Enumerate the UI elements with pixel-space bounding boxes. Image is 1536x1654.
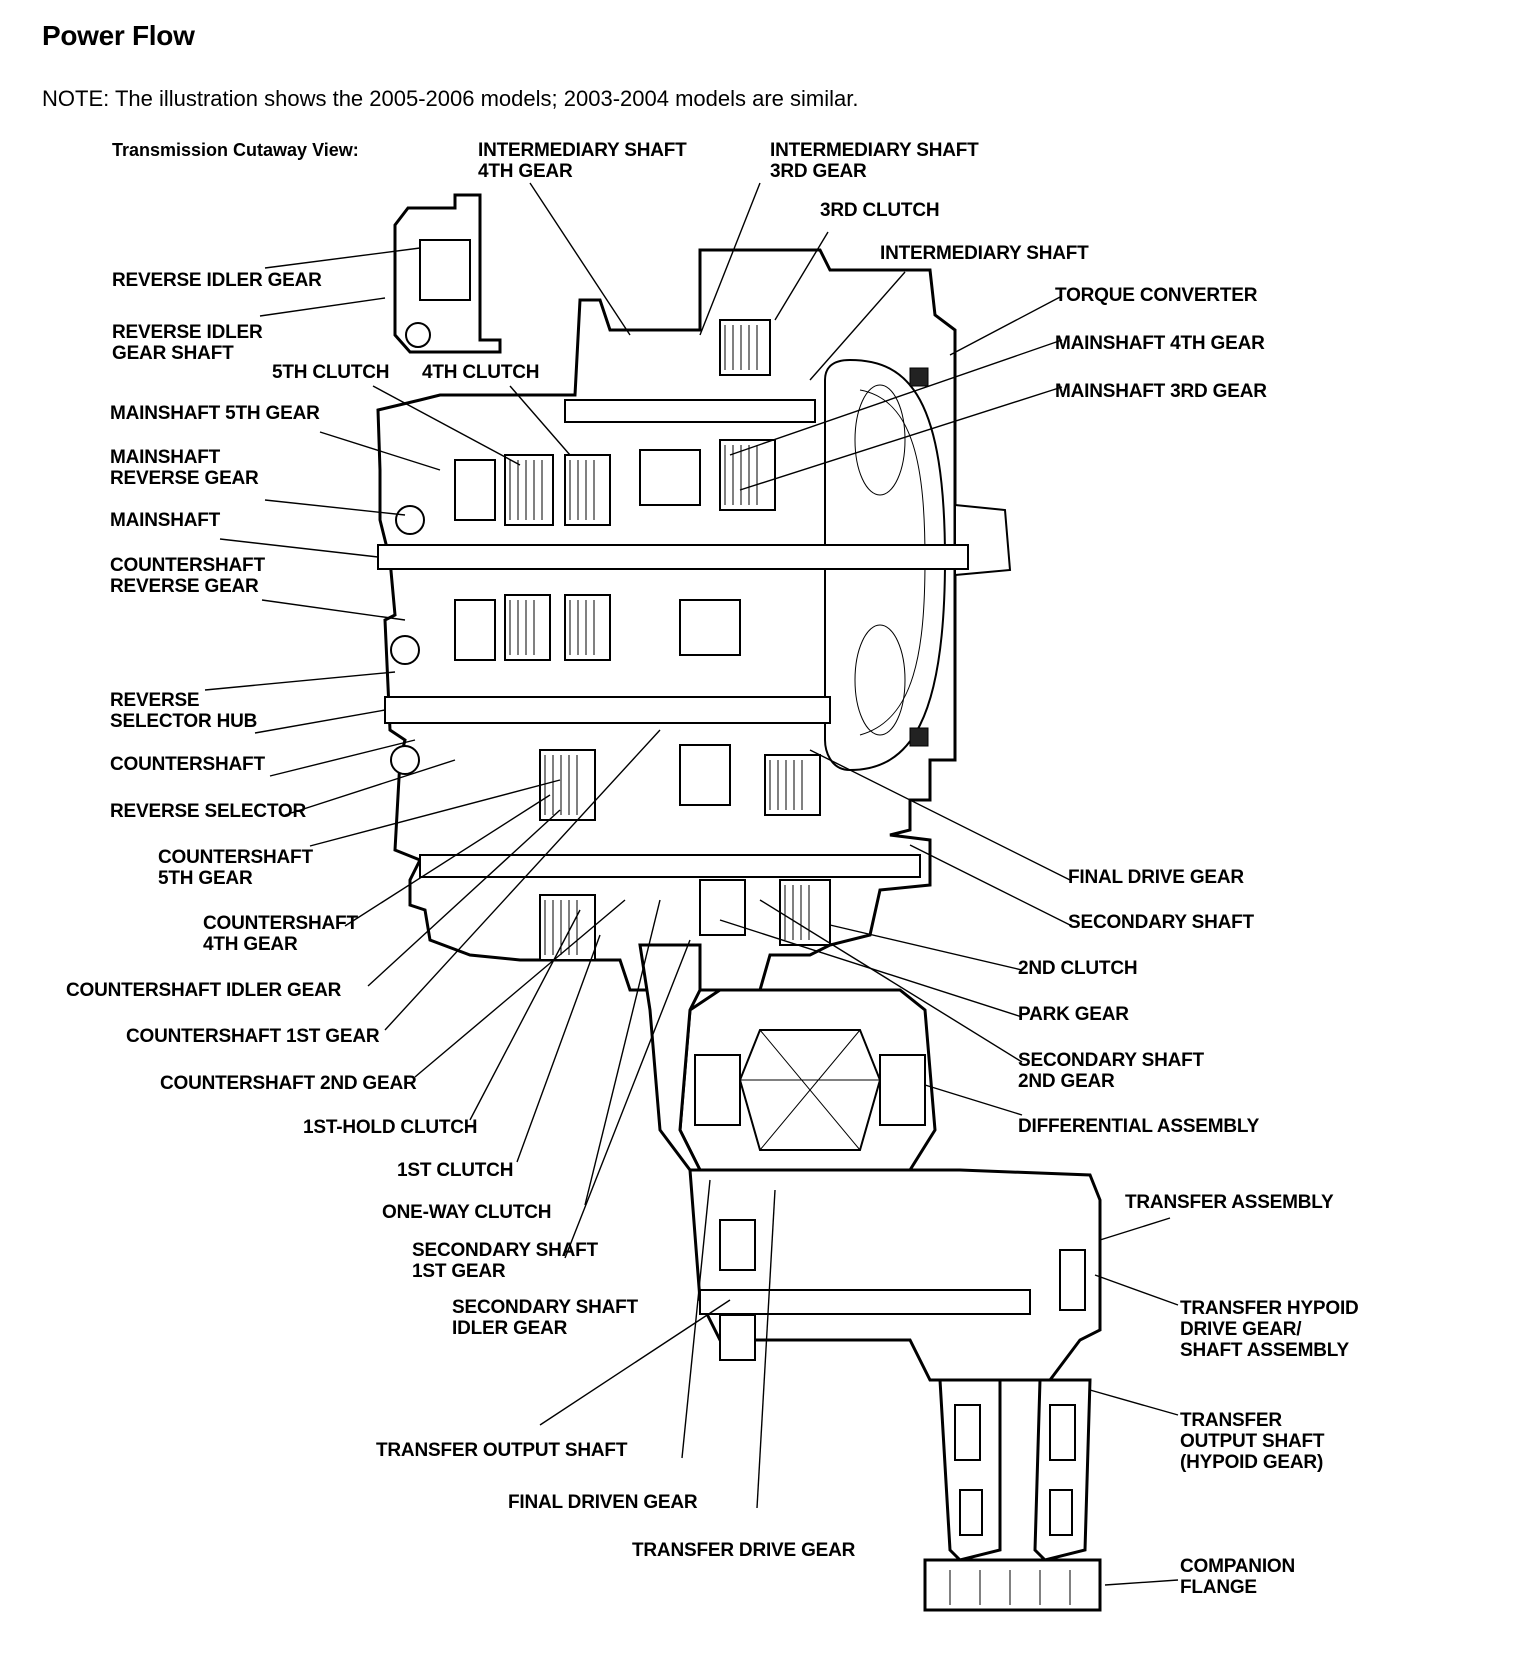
label-secondary-shaft-2nd-gear: SECONDARY SHAFT 2ND GEAR <box>1018 1050 1204 1092</box>
label-countershaft-5th-gear: COUNTERSHAFT 5TH GEAR <box>158 847 313 889</box>
label-final-driven-gear: FINAL DRIVEN GEAR <box>508 1492 698 1513</box>
label-3rd-clutch: 3RD CLUTCH <box>820 200 940 221</box>
label-transfer-output-shaft: TRANSFER OUTPUT SHAFT <box>376 1440 628 1461</box>
label-park-gear: PARK GEAR <box>1018 1004 1129 1025</box>
label-transfer-output-shaft-hypoid: TRANSFER OUTPUT SHAFT (HYPOID GEAR) <box>1180 1410 1325 1473</box>
label-5th-clutch: 5TH CLUTCH <box>272 362 390 383</box>
label-4th-clutch: 4TH CLUTCH <box>422 362 540 383</box>
cutaway-caption: Transmission Cutaway View: <box>112 140 359 160</box>
label-reverse-idler-gear: REVERSE IDLER GEAR <box>112 270 322 291</box>
label-reverse-selector-hub: REVERSE SELECTOR HUB <box>110 690 258 732</box>
label-transfer-hypoid-drive-gear: TRANSFER HYPOID DRIVE GEAR/ SHAFT ASSEMB… <box>1180 1298 1359 1361</box>
transmission-housing <box>376 193 1102 1612</box>
label-1st-clutch: 1ST CLUTCH <box>397 1160 514 1181</box>
label-torque-converter: TORQUE CONVERTER <box>1055 285 1258 306</box>
label-countershaft-2nd-gear: COUNTERSHAFT 2ND GEAR <box>160 1073 417 1094</box>
label-secondary-shaft-1st-gear: SECONDARY SHAFT 1ST GEAR <box>412 1240 598 1282</box>
label-intermediary-shaft-4th-gear: INTERMEDIARY SHAFT 4TH GEAR <box>478 140 687 182</box>
label-2nd-clutch: 2ND CLUTCH <box>1018 958 1138 979</box>
label-secondary-shaft-idler-gear: SECONDARY SHAFT IDLER GEAR <box>452 1297 638 1339</box>
leader-lines <box>204 182 1179 1586</box>
label-transfer-assembly: TRANSFER ASSEMBLY <box>1125 1192 1334 1213</box>
label-1st-hold-clutch: 1ST-HOLD CLUTCH <box>303 1117 478 1138</box>
label-intermediary-shaft-3rd-gear: INTERMEDIARY SHAFT 3RD GEAR <box>770 140 979 182</box>
label-transfer-drive-gear: TRANSFER DRIVE GEAR <box>632 1540 856 1561</box>
label-countershaft-4th-gear: COUNTERSHAFT 4TH GEAR <box>203 913 358 955</box>
label-countershaft-reverse-gear: COUNTERSHAFT REVERSE GEAR <box>110 555 265 597</box>
label-countershaft: COUNTERSHAFT <box>110 754 265 775</box>
label-mainshaft-reverse-gear: MAINSHAFT REVERSE GEAR <box>110 447 259 489</box>
label-mainshaft-5th-gear: MAINSHAFT 5TH GEAR <box>110 403 320 424</box>
label-final-drive-gear: FINAL DRIVE GEAR <box>1068 867 1244 888</box>
label-secondary-shaft: SECONDARY SHAFT <box>1068 912 1254 933</box>
model-note: NOTE: The illustration shows the 2005-20… <box>42 86 859 111</box>
label-mainshaft-4th-gear: MAINSHAFT 4TH GEAR <box>1055 333 1265 354</box>
label-reverse-selector: REVERSE SELECTOR <box>110 801 306 822</box>
label-countershaft-1st-gear: COUNTERSHAFT 1ST GEAR <box>126 1026 380 1047</box>
label-companion-flange: COMPANION FLANGE <box>1180 1556 1296 1598</box>
label-countershaft-idler-gear: COUNTERSHAFT IDLER GEAR <box>66 980 342 1001</box>
label-intermediary-shaft: INTERMEDIARY SHAFT <box>880 243 1089 264</box>
label-mainshaft: MAINSHAFT <box>110 510 221 531</box>
label-differential-assembly: DIFFERENTIAL ASSEMBLY <box>1018 1116 1260 1137</box>
label-one-way-clutch: ONE-WAY CLUTCH <box>382 1202 552 1223</box>
page-title: Power Flow <box>42 20 195 51</box>
label-mainshaft-3rd-gear: MAINSHAFT 3RD GEAR <box>1055 381 1267 402</box>
label-reverse-idler-gear-shaft: REVERSE IDLER GEAR SHAFT <box>112 322 263 364</box>
